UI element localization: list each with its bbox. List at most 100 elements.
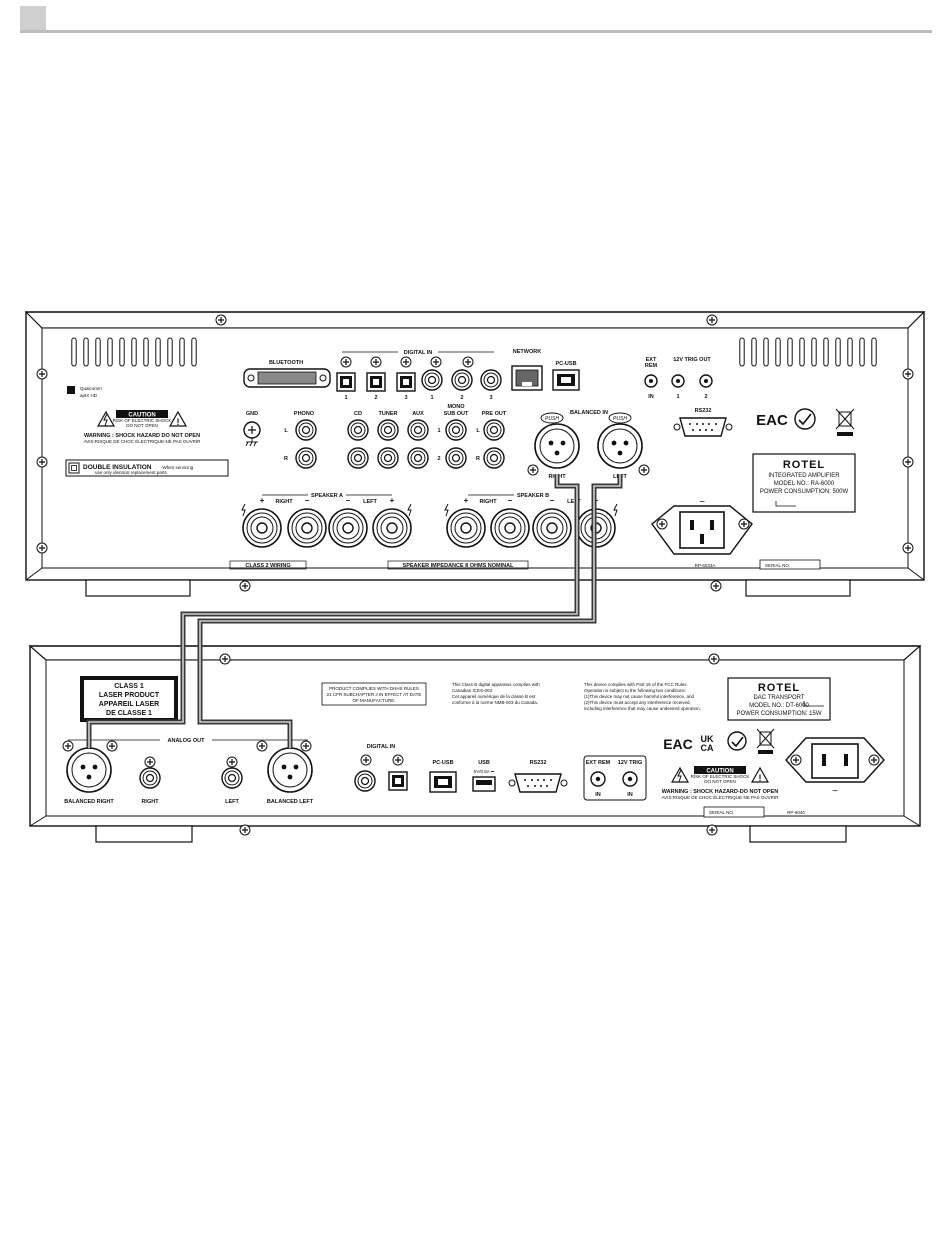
svg-text:1: 1 bbox=[344, 395, 347, 401]
screw-icon bbox=[370, 356, 382, 368]
gnd-terminal[interactable] bbox=[243, 421, 261, 439]
tuner-label: TUNER bbox=[379, 411, 398, 417]
transport-foot-right bbox=[749, 825, 847, 843]
svg-text:R: R bbox=[476, 456, 480, 462]
speaker-b-right-negative[interactable] bbox=[490, 508, 530, 548]
transport-pc-usb-label: PC-USB bbox=[432, 760, 453, 766]
pre-out-label: PRE OUT bbox=[482, 411, 507, 417]
svg-text:1: 1 bbox=[676, 394, 679, 400]
balanced-in-left-xlr[interactable] bbox=[597, 423, 643, 469]
sub-out-2-jack[interactable] bbox=[445, 447, 467, 469]
speaker-a-left-negative[interactable] bbox=[328, 508, 368, 548]
coax-input-1[interactable] bbox=[421, 369, 443, 391]
screw-icon bbox=[360, 754, 372, 766]
transport-rs232-port[interactable] bbox=[508, 773, 568, 793]
svg-text:PUSH: PUSH bbox=[545, 416, 559, 422]
amp-caution-block: ! CAUTION RISK OF ELECTRIC SHOCK DO NOT … bbox=[84, 410, 202, 444]
svg-text:INTEGRATED AMPLIFIER: INTEGRATED AMPLIFIER bbox=[768, 473, 840, 479]
amplifier-rear-panel: BLUETOOTH Qualcomm aptX HD ! CAUTION RIS… bbox=[24, 311, 926, 597]
svg-text:MODEL NO.: DT-6000: MODEL NO.: DT-6000 bbox=[749, 703, 809, 709]
push-tab[interactable] bbox=[608, 412, 632, 424]
screw-icon bbox=[300, 740, 312, 752]
speaker-b-right-positive[interactable] bbox=[446, 508, 486, 548]
svg-text:L: L bbox=[284, 428, 288, 434]
pre-out-right-jack[interactable] bbox=[483, 447, 505, 469]
screw-icon bbox=[340, 356, 352, 368]
network-label: NETWORK bbox=[513, 349, 541, 355]
svg-text:−: − bbox=[305, 496, 310, 505]
double-insulation-label: DOUBLE INSULATION -When servicing use on… bbox=[65, 459, 229, 477]
warning-triangle-icon bbox=[168, 410, 188, 427]
speaker-b-left-negative[interactable] bbox=[532, 508, 572, 548]
sub-out-1-jack[interactable] bbox=[445, 419, 467, 441]
class2-wiring-label: CLASS 2 WIRING bbox=[245, 563, 290, 569]
transport-coax-input[interactable] bbox=[354, 770, 376, 792]
amp-ac-power-inlet[interactable] bbox=[651, 505, 753, 555]
svg-text:R: R bbox=[284, 456, 288, 462]
svg-text:RISK OF ELECTRIC SHOCK: RISK OF ELECTRIC SHOCK bbox=[691, 774, 750, 779]
svg-text:+: + bbox=[260, 496, 265, 505]
speaker-a-left-positive[interactable] bbox=[372, 508, 412, 548]
balanced-out-left-xlr[interactable] bbox=[267, 747, 313, 793]
speaker-a-right-negative[interactable] bbox=[287, 508, 327, 548]
svg-text:PUSH: PUSH bbox=[613, 416, 627, 422]
tuner-right-jack[interactable] bbox=[377, 447, 399, 469]
optical-input-2[interactable] bbox=[366, 372, 386, 392]
screw-icon bbox=[706, 824, 718, 836]
optical-input-1[interactable] bbox=[336, 372, 356, 392]
aux-right-jack[interactable] bbox=[407, 447, 429, 469]
network-port[interactable] bbox=[511, 365, 543, 391]
screw-icon bbox=[400, 356, 412, 368]
svg-text:LASER PRODUCT: LASER PRODUCT bbox=[99, 692, 160, 699]
screw-icon bbox=[710, 580, 722, 592]
svg-text:IN: IN bbox=[648, 394, 654, 400]
bluetooth-antenna-port[interactable] bbox=[243, 368, 331, 388]
screw-icon bbox=[790, 754, 802, 766]
push-tab[interactable] bbox=[540, 412, 564, 424]
transport-eac-mark: EAC bbox=[663, 736, 693, 752]
transport-ac-power-inlet[interactable] bbox=[785, 737, 885, 783]
transport-pc-usb-port[interactable] bbox=[429, 771, 457, 793]
svg-text:AVIS:RISQUE DE CHOC ÉLECTRIQUE: AVIS:RISQUE DE CHOC ÉLECTRIQUE-NE PAS OU… bbox=[84, 438, 202, 444]
balanced-out-right-xlr[interactable] bbox=[66, 747, 112, 793]
aptx-label: aptX HD bbox=[80, 393, 98, 398]
svg-text:BALANCED LEFT: BALANCED LEFT bbox=[267, 799, 314, 805]
coax-input-3[interactable] bbox=[480, 369, 502, 391]
phono-left-jack[interactable] bbox=[295, 419, 317, 441]
amp-serial-label: SERIAL NO. bbox=[765, 563, 790, 568]
screw-icon bbox=[62, 740, 74, 752]
amp-rp-code: RP-6033A bbox=[695, 563, 716, 568]
rs232-port[interactable] bbox=[673, 417, 733, 437]
pre-out-left-jack[interactable] bbox=[483, 419, 505, 441]
speaker-a-right-positive[interactable] bbox=[242, 508, 282, 548]
cd-left-jack[interactable] bbox=[347, 419, 369, 441]
svg-text:MONO: MONO bbox=[447, 404, 465, 410]
svg-text:This device complies with Part: This device complies with Part 15 of the… bbox=[584, 682, 688, 687]
phono-right-jack[interactable] bbox=[295, 447, 317, 469]
eac-mark: EAC bbox=[756, 412, 788, 429]
pc-usb-port[interactable] bbox=[552, 369, 580, 391]
transport-top-bevel bbox=[28, 645, 922, 661]
svg-text:including interference that ma: including interference that may cause un… bbox=[584, 706, 701, 711]
svg-text:2: 2 bbox=[704, 394, 707, 400]
balanced-cable-left bbox=[197, 474, 623, 748]
coax-input-2[interactable] bbox=[451, 369, 473, 391]
usb-a-port[interactable] bbox=[472, 776, 496, 792]
tuner-left-jack[interactable] bbox=[377, 419, 399, 441]
transport-serial-label: SERIAL NO. bbox=[709, 810, 734, 815]
screw-icon bbox=[226, 756, 238, 768]
svg-text:CLASS 1: CLASS 1 bbox=[114, 683, 144, 690]
analog-out-right-jack[interactable] bbox=[139, 767, 161, 789]
ukca-mark: UK bbox=[701, 734, 714, 744]
trig-out-label: 12V TRIG OUT bbox=[673, 357, 711, 363]
balanced-in-label: BALANCED IN bbox=[570, 410, 608, 416]
transport-optical-input[interactable] bbox=[388, 771, 408, 791]
svg-text:!: ! bbox=[177, 417, 180, 427]
aux-left-jack[interactable] bbox=[407, 419, 429, 441]
analog-out-left-jack[interactable] bbox=[221, 767, 243, 789]
cd-right-jack[interactable] bbox=[347, 447, 369, 469]
canada-compliance-text: This Class B digital apparatus complies … bbox=[452, 682, 540, 705]
optical-input-3[interactable] bbox=[396, 372, 416, 392]
svg-text:-When servicing: -When servicing bbox=[161, 465, 194, 470]
balanced-in-right-xlr[interactable] bbox=[534, 423, 580, 469]
